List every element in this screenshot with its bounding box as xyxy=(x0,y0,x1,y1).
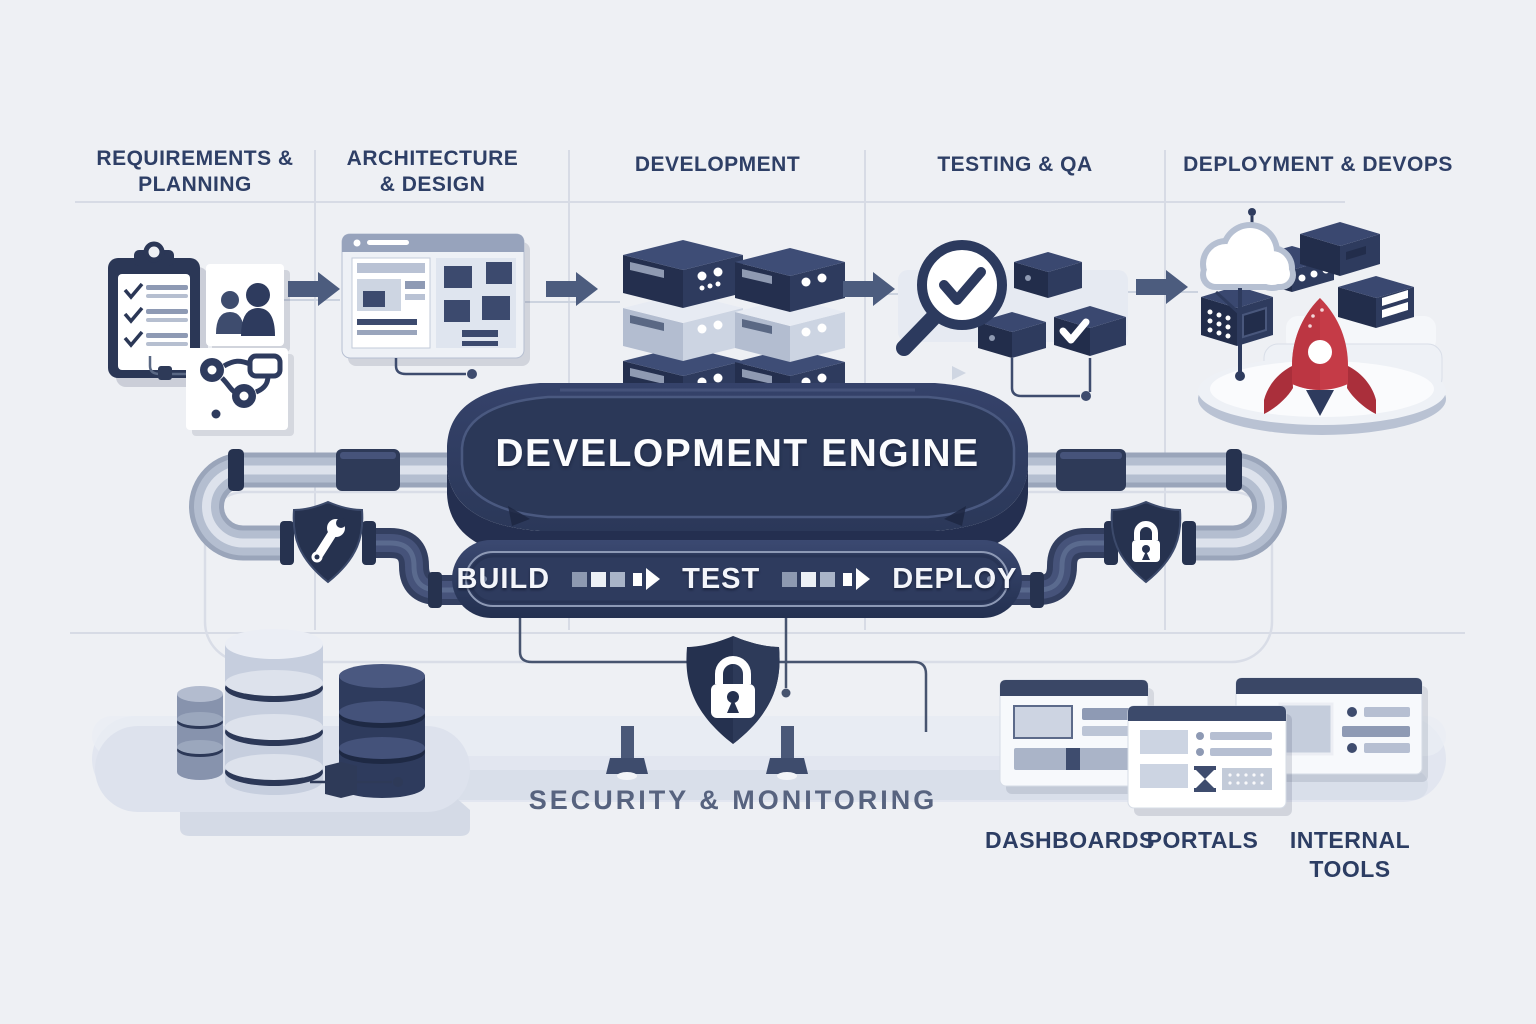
database-small-icon xyxy=(177,686,223,780)
connector-dot xyxy=(781,688,791,698)
pipe-sleeves xyxy=(228,449,1242,491)
lined-cube-icon xyxy=(1338,276,1414,328)
development-engine xyxy=(447,383,1028,559)
pipeline-step-deploy: DEPLOY xyxy=(892,562,1018,595)
right-pipe xyxy=(1018,452,1287,561)
pipe-flanges xyxy=(280,521,1196,608)
wireframe-window-icon xyxy=(341,233,530,379)
output-label-portals: PORTALS xyxy=(1146,827,1259,853)
right-elbow-pipe xyxy=(1004,528,1108,605)
security-shield-icon xyxy=(686,636,780,744)
pipeline-step-test: TEST xyxy=(682,562,761,595)
stage-header-requirements: REQUIREMENTS & PLANNING xyxy=(96,147,294,197)
engine-title: DEVELOPMENT ENGINE xyxy=(495,432,980,475)
wrench-shield-icon xyxy=(292,500,364,584)
pipeline-steps: BUILD TEST DEPLOY xyxy=(457,552,1017,606)
dashboards-window xyxy=(999,679,1154,794)
output-label-internal-tools: INTERNAL TOOLS xyxy=(1289,827,1411,882)
stage-header-deployment: DEPLOYMENT & DEVOPS xyxy=(1183,153,1453,176)
arrow-right-icon xyxy=(1136,270,1188,304)
db-connector xyxy=(310,762,403,798)
cube-grid-icon xyxy=(1201,286,1273,346)
cube-icon xyxy=(1014,252,1082,298)
flowchart-card-icon xyxy=(148,348,294,436)
checked-cube-icon xyxy=(1054,306,1126,356)
hourglass-icon xyxy=(1194,766,1216,792)
arrow-right-icon xyxy=(546,272,598,306)
stage-header-testing: TESTING & QA xyxy=(937,153,1093,176)
pipeline-bar xyxy=(452,540,1022,618)
rocket-icon xyxy=(1264,298,1376,416)
progress-blocks-arrow-icon xyxy=(572,568,661,590)
database-dark-icon xyxy=(339,664,425,798)
pipeline-step-build: BUILD xyxy=(456,562,551,595)
lock-shield-icon xyxy=(1110,500,1182,584)
output-label-dashboards: DASHBOARDS xyxy=(985,827,1155,853)
database-large-icon xyxy=(225,629,323,795)
team-card-icon xyxy=(206,264,290,352)
flow-arrows xyxy=(288,270,1188,306)
cloud-icon xyxy=(1200,208,1296,381)
connector-dot xyxy=(1081,391,1091,401)
progress-blocks-arrow-icon xyxy=(782,568,871,590)
stage-header-development: DEVELOPMENT xyxy=(634,153,801,176)
cube-icon xyxy=(978,312,1046,358)
qa-connectors xyxy=(1010,358,1092,398)
arrow-right-icon xyxy=(288,272,340,306)
security-monitoring-label: SECURITY & MONITORING xyxy=(528,785,938,815)
clipboard-icon xyxy=(108,241,208,387)
magnifier-check-icon xyxy=(896,240,1007,356)
portals-window xyxy=(1127,705,1292,816)
band-posts xyxy=(606,726,808,780)
cube-icon xyxy=(1300,222,1380,276)
stage-header-architecture: ARCHITECTURE & DESIGN xyxy=(346,147,519,197)
arrow-right-icon xyxy=(843,272,895,306)
